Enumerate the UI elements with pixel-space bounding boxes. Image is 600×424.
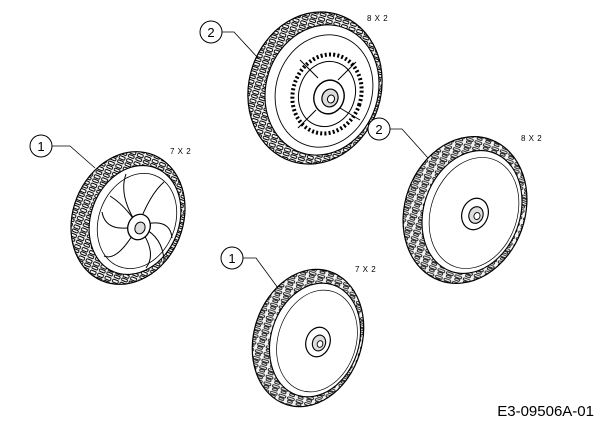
wheel-solid-disc-small xyxy=(251,268,365,408)
wheel-gear-hub xyxy=(247,11,383,165)
quantity-label: 7 X 2 xyxy=(355,265,376,274)
callout-left-wheel: 1 7 X 2 xyxy=(29,134,191,169)
wheel-spoked-rim xyxy=(70,151,186,285)
callout-bottom-wheel: 1 7 X 2 xyxy=(220,246,376,289)
quantity-label: 8 X 2 xyxy=(367,14,388,23)
wheel-solid-disc-large xyxy=(402,135,528,285)
callout-right-wheel: 2 8 X 2 xyxy=(367,117,542,159)
quantity-label: 7 X 2 xyxy=(170,147,191,156)
drawing-reference-number: E3-09506A-01 xyxy=(497,403,594,420)
callout-number: 1 xyxy=(37,139,44,154)
callout-top-wheel: 2 8 X 2 xyxy=(199,14,388,59)
callout-number: 2 xyxy=(207,25,214,40)
callout-number: 1 xyxy=(228,251,235,266)
callout-number: 2 xyxy=(375,122,382,137)
quantity-label: 8 X 2 xyxy=(521,134,542,143)
